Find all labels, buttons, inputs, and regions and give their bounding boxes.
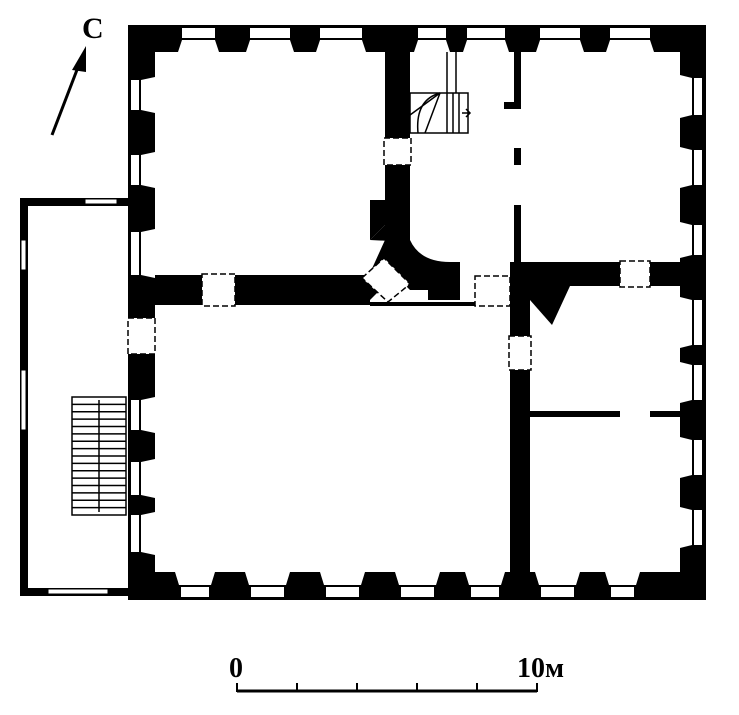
window xyxy=(141,397,155,433)
window xyxy=(465,572,505,585)
window-sash xyxy=(467,28,505,38)
window xyxy=(536,40,584,52)
window xyxy=(316,40,366,52)
window xyxy=(245,572,290,585)
window-sash xyxy=(250,28,290,38)
window xyxy=(535,572,580,585)
window-sash xyxy=(131,515,139,552)
window-sash xyxy=(320,28,362,38)
window xyxy=(141,152,155,188)
window-sash xyxy=(541,587,574,597)
window-sash xyxy=(694,440,702,475)
window xyxy=(175,572,215,585)
window xyxy=(178,40,219,52)
window-sash xyxy=(694,78,702,115)
interior-walls xyxy=(155,52,680,600)
annex-walls xyxy=(20,198,128,596)
window-sash xyxy=(131,400,139,430)
north-arrow: С xyxy=(50,12,104,136)
north-label: С xyxy=(82,12,104,45)
window-sash xyxy=(401,587,434,597)
window-sash xyxy=(694,365,702,400)
window-sash xyxy=(181,587,209,597)
window-sash xyxy=(694,510,702,545)
windows xyxy=(131,28,702,597)
window xyxy=(680,362,692,403)
window xyxy=(141,459,155,498)
arrow-head-icon xyxy=(72,46,86,72)
window-sash xyxy=(694,225,702,255)
window xyxy=(246,40,294,52)
window xyxy=(680,75,692,118)
window-sash xyxy=(694,300,702,345)
window xyxy=(395,572,440,585)
spiral-stair xyxy=(409,52,472,134)
window xyxy=(141,512,155,555)
window xyxy=(141,229,155,278)
window-sash xyxy=(418,28,446,38)
window xyxy=(680,507,692,548)
window-sash xyxy=(694,150,702,185)
window xyxy=(680,222,692,258)
window xyxy=(680,437,692,478)
window-sash xyxy=(182,28,215,38)
outer-walls xyxy=(128,25,706,600)
scale-start-label: 0 xyxy=(229,653,243,684)
window xyxy=(463,40,509,52)
window xyxy=(141,77,155,113)
window xyxy=(414,40,450,52)
scale-end-label: 10м xyxy=(517,653,564,684)
window-sash xyxy=(610,28,650,38)
window-sash xyxy=(251,587,284,597)
window-sash xyxy=(131,462,139,495)
window-sash xyxy=(131,232,139,275)
window xyxy=(320,572,365,585)
window xyxy=(605,572,640,585)
window xyxy=(606,40,654,52)
scale-bar: 0 10м xyxy=(229,653,564,693)
window xyxy=(680,297,692,348)
window-sash xyxy=(611,587,634,597)
doorways xyxy=(127,137,651,371)
annex-staircase xyxy=(71,396,127,516)
window-sash xyxy=(540,28,580,38)
window-sash xyxy=(326,587,359,597)
window-sash xyxy=(131,155,139,185)
window-sash xyxy=(131,80,139,110)
window xyxy=(680,147,692,188)
window-sash xyxy=(471,587,499,597)
